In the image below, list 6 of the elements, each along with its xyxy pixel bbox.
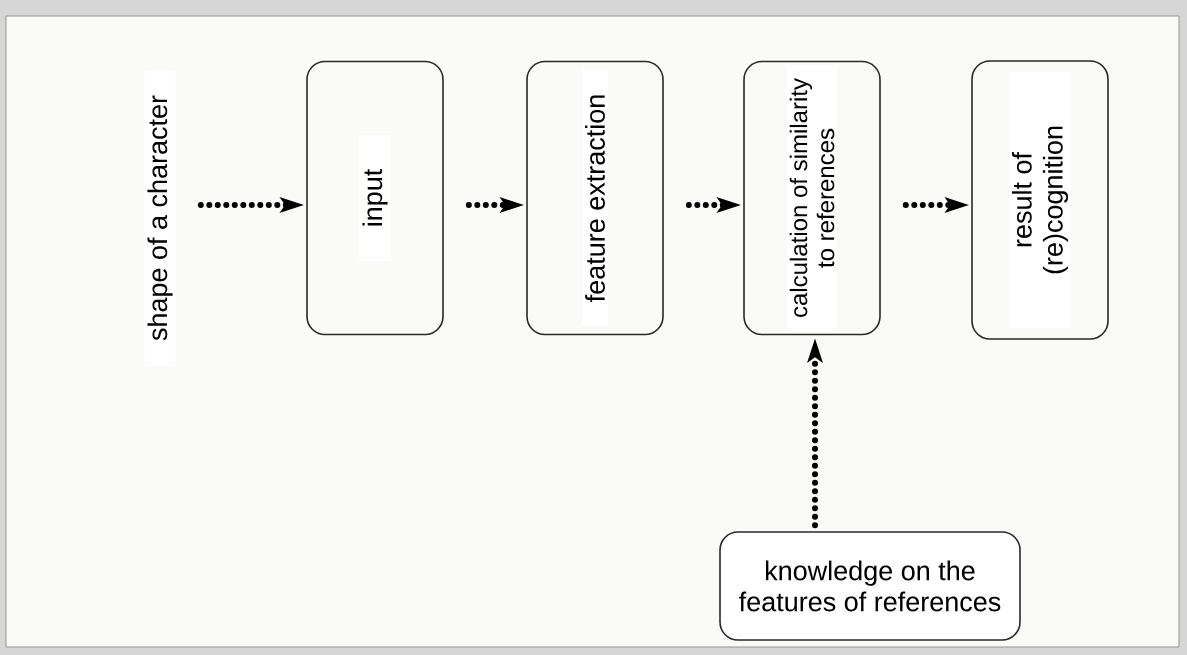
process-box: knowledge on the features of references <box>719 531 1021 641</box>
input-label: shape of a character <box>144 70 176 366</box>
process-box: calculation of similarity to references <box>743 60 881 336</box>
process-box: feature extraction <box>526 60 664 336</box>
process-box: result of (re)cognition <box>971 60 1109 340</box>
process-box: input <box>306 60 444 336</box>
